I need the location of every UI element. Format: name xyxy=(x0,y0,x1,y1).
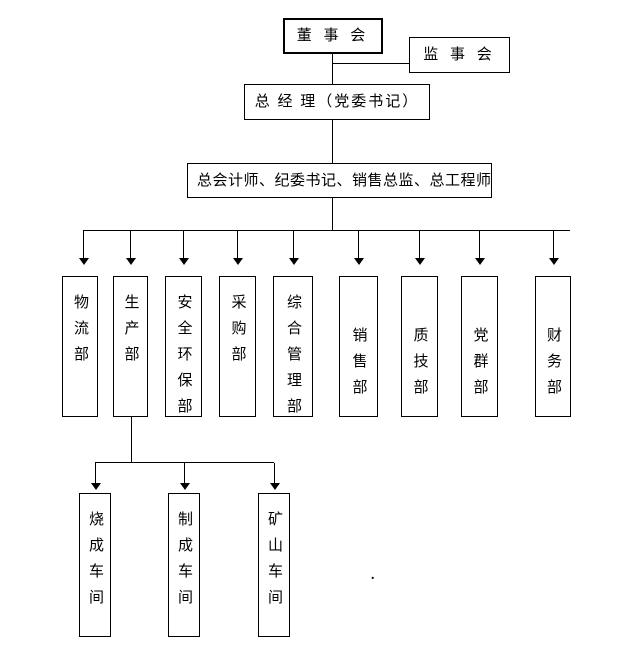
arrow-to-production xyxy=(125,231,136,265)
workshop-sintering-label: 烧成车间 xyxy=(87,511,103,615)
arrow-to-finance xyxy=(548,231,559,265)
department-party-mass: 党群部 xyxy=(461,276,498,417)
department-logistics: 物流部 xyxy=(62,276,98,417)
connector-board-to-supervisory xyxy=(332,63,409,64)
department-sales: 销售部 xyxy=(339,276,378,417)
node-senior-staff: 总会计师、纪委书记、销售总监、总工程师 xyxy=(187,163,492,198)
department-party-mass-label: 党群部 xyxy=(471,327,488,405)
workshop-mining: 矿山车间 xyxy=(258,493,290,637)
node-board-label: 董 事 会 xyxy=(296,28,370,44)
arrow-to-safety-environment xyxy=(178,231,189,265)
node-general-manager-label: 总 经 理（党委书记） xyxy=(254,94,420,110)
node-supervisory-board: 监 事 会 xyxy=(409,37,510,73)
connector-workshops-bus xyxy=(95,462,274,463)
arrow-to-procurement xyxy=(232,231,243,265)
department-general-management-label: 综合管理部 xyxy=(285,294,301,424)
department-procurement-label: 采购部 xyxy=(229,294,246,372)
workshop-mining-label: 矿山车间 xyxy=(266,511,282,615)
arrow-to-finishing-workshop xyxy=(179,463,190,490)
connector-gm-to-staff xyxy=(332,120,333,163)
connector-departments-bus xyxy=(83,230,570,231)
department-general-management: 综合管理部 xyxy=(273,276,313,424)
department-safety-environment-label: 安全环保部 xyxy=(175,294,192,424)
department-safety-environment: 安全环保部 xyxy=(165,276,202,424)
department-production-label: 生产部 xyxy=(122,294,139,372)
department-quality-tech: 质技部 xyxy=(401,276,438,417)
arrow-to-mining-workshop xyxy=(269,463,280,490)
department-finance: 财务部 xyxy=(535,276,571,417)
department-logistics-label: 物流部 xyxy=(72,294,88,372)
arrow-to-quality-tech xyxy=(414,231,425,265)
department-finance-label: 财务部 xyxy=(545,327,561,405)
department-production: 生产部 xyxy=(113,276,148,417)
node-board-of-directors: 董 事 会 xyxy=(283,18,383,54)
node-senior-staff-label: 总会计师、纪委书记、销售总监、总工程师 xyxy=(197,172,492,189)
connector-board-to-gm xyxy=(332,54,333,84)
workshop-finishing-label: 制成车间 xyxy=(176,511,192,615)
arrow-to-sales xyxy=(353,231,364,265)
workshop-finishing: 制成车间 xyxy=(168,493,200,637)
node-general-manager: 总 经 理（党委书记） xyxy=(244,84,430,120)
workshop-sintering: 烧成车间 xyxy=(79,493,111,637)
connector-production-down xyxy=(131,417,132,462)
arrow-to-party-mass xyxy=(474,231,485,265)
arrow-to-general-management xyxy=(288,231,299,265)
department-quality-tech-label: 质技部 xyxy=(411,327,428,405)
arrow-to-sintering-workshop xyxy=(90,463,101,490)
department-sales-label: 销售部 xyxy=(350,327,367,405)
node-supervisory-label: 监 事 会 xyxy=(423,47,496,63)
stray-period-mark: . xyxy=(371,568,375,583)
connector-staff-to-bus xyxy=(332,198,333,230)
department-procurement: 采购部 xyxy=(219,276,256,417)
arrow-to-logistics xyxy=(78,231,89,265)
